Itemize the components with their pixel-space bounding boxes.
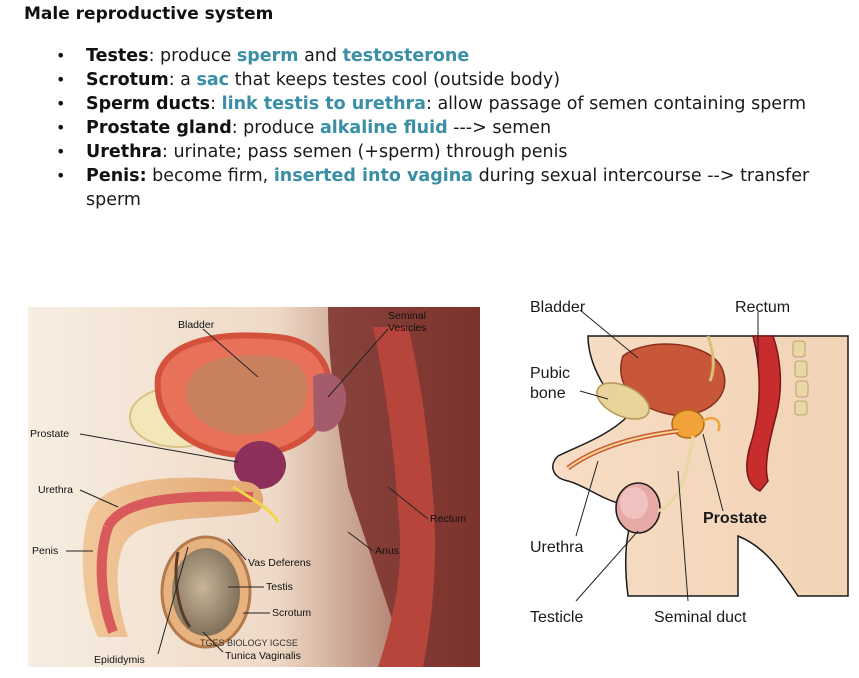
text: : produce: [231, 118, 320, 138]
leader-lines: [66, 328, 429, 655]
highlight: link testis to urethra: [221, 94, 426, 114]
label-bone: bone: [530, 385, 566, 402]
page-title: Male reproductive system: [24, 4, 274, 24]
anatomy-illustration: Bladder Seminal Vesicles Prostate Urethr…: [28, 307, 480, 667]
label-epididymis: Epididymis: [94, 654, 145, 666]
text: : produce: [148, 46, 237, 66]
label-urethra: Urethra: [38, 484, 73, 496]
term: Urethra: [86, 142, 162, 162]
term: Penis:: [86, 166, 147, 186]
anatomy-diagram-detailed: Bladder Seminal Vesicles Prostate Urethr…: [28, 307, 480, 667]
highlight: sperm: [236, 46, 299, 66]
text: : a: [168, 70, 197, 90]
highlight: testosterone: [342, 46, 470, 66]
spine-shape: [792, 340, 809, 416]
seminal-vesicle-shape: [313, 373, 347, 432]
label-vas-deferens: Vas Deferens: [248, 557, 311, 569]
watermark: TGES BIOLOGY IGCSE: [200, 638, 298, 648]
urethra-inner: [567, 430, 679, 469]
rectum-shape: [373, 327, 435, 667]
label-tunica-vaginalis: Tunica Vaginalis: [225, 650, 301, 662]
label-bladder: Bladder: [530, 299, 586, 316]
term: Prostate gland: [86, 118, 232, 138]
highlight: alkaline fluid: [319, 118, 448, 138]
urethra-shape: [103, 491, 254, 530]
label-pubic: Pubic: [530, 365, 570, 382]
highlight: inserted into vagina: [273, 166, 473, 186]
rectum-shape: [746, 335, 782, 492]
urethra-shape-lower: [96, 525, 118, 634]
text: : urinate; pass semen (+sperm) through p…: [161, 142, 568, 162]
label-testis: Testis: [266, 581, 293, 593]
term: Scrotum: [86, 70, 169, 90]
testicle-highlight: [620, 487, 648, 519]
pubic-bone-shape: [596, 382, 650, 420]
label-rectum: Rectum: [735, 299, 790, 316]
label-testicle: Testicle: [530, 609, 583, 626]
list-item: Testes: produce sperm and testosterone: [56, 44, 816, 68]
testis-shape: [172, 548, 240, 636]
list-item: Prostate gland: produce alkaline fluid -…: [56, 116, 816, 140]
label-urethra: Urethra: [530, 539, 583, 556]
vas-deferens-shape: [232, 485, 280, 523]
seminal-duct-shape: [657, 435, 695, 513]
anatomy-diagram-simplified: Bladder Rectum Pubic bone Prostate Ureth…: [528, 296, 854, 632]
text: and: [298, 46, 343, 66]
seminal-vesicle-shape: [702, 416, 721, 432]
list-item: Sperm ducts: link testis to urethra: all…: [56, 92, 816, 116]
penis-shape: [82, 477, 264, 637]
label-scrotum: Scrotum: [272, 607, 311, 619]
list-item: Urethra: urinate; pass semen (+sperm) th…: [56, 140, 816, 164]
prostate-shape: [234, 441, 286, 489]
label-seminal-duct: Seminal duct: [654, 609, 747, 626]
list-item: Scrotum: a sac that keeps testes cool (o…: [56, 68, 816, 92]
highlight: sac: [196, 70, 230, 90]
bladder-interior: [186, 355, 308, 435]
label-rectum: Rectum: [430, 513, 466, 525]
text: :: [210, 94, 222, 114]
text: : allow passage of semen containing sper…: [426, 94, 807, 114]
leader-lines: [575, 309, 759, 602]
text: that keeps testes cool (outside body): [229, 70, 561, 90]
label-bladder: Bladder: [178, 319, 215, 331]
list-item: Penis: become firm, inserted into vagina…: [56, 164, 816, 212]
text: during sexual intercourse --> transfer s…: [86, 166, 810, 210]
label-prostate: Prostate: [30, 428, 69, 440]
text: become firm,: [146, 166, 274, 186]
text: ---> semen: [447, 118, 552, 138]
bullet-list: Testes: produce sperm and testosterone S…: [56, 44, 816, 212]
anatomy-illustration-simple: Bladder Rectum Pubic bone Prostate Ureth…: [530, 299, 849, 626]
label-vesicles: Vesicles: [388, 322, 427, 334]
ureter-shape: [706, 335, 715, 382]
prostate-shape: [671, 409, 705, 439]
label-prostate: Prostate: [703, 510, 767, 527]
term: Sperm ducts: [86, 94, 211, 114]
label-seminal: Seminal: [388, 310, 426, 322]
label-anus: Anus: [375, 545, 399, 557]
term: Testes: [86, 46, 149, 66]
label-penis: Penis: [32, 545, 58, 557]
epididymis-shape: [174, 551, 192, 628]
